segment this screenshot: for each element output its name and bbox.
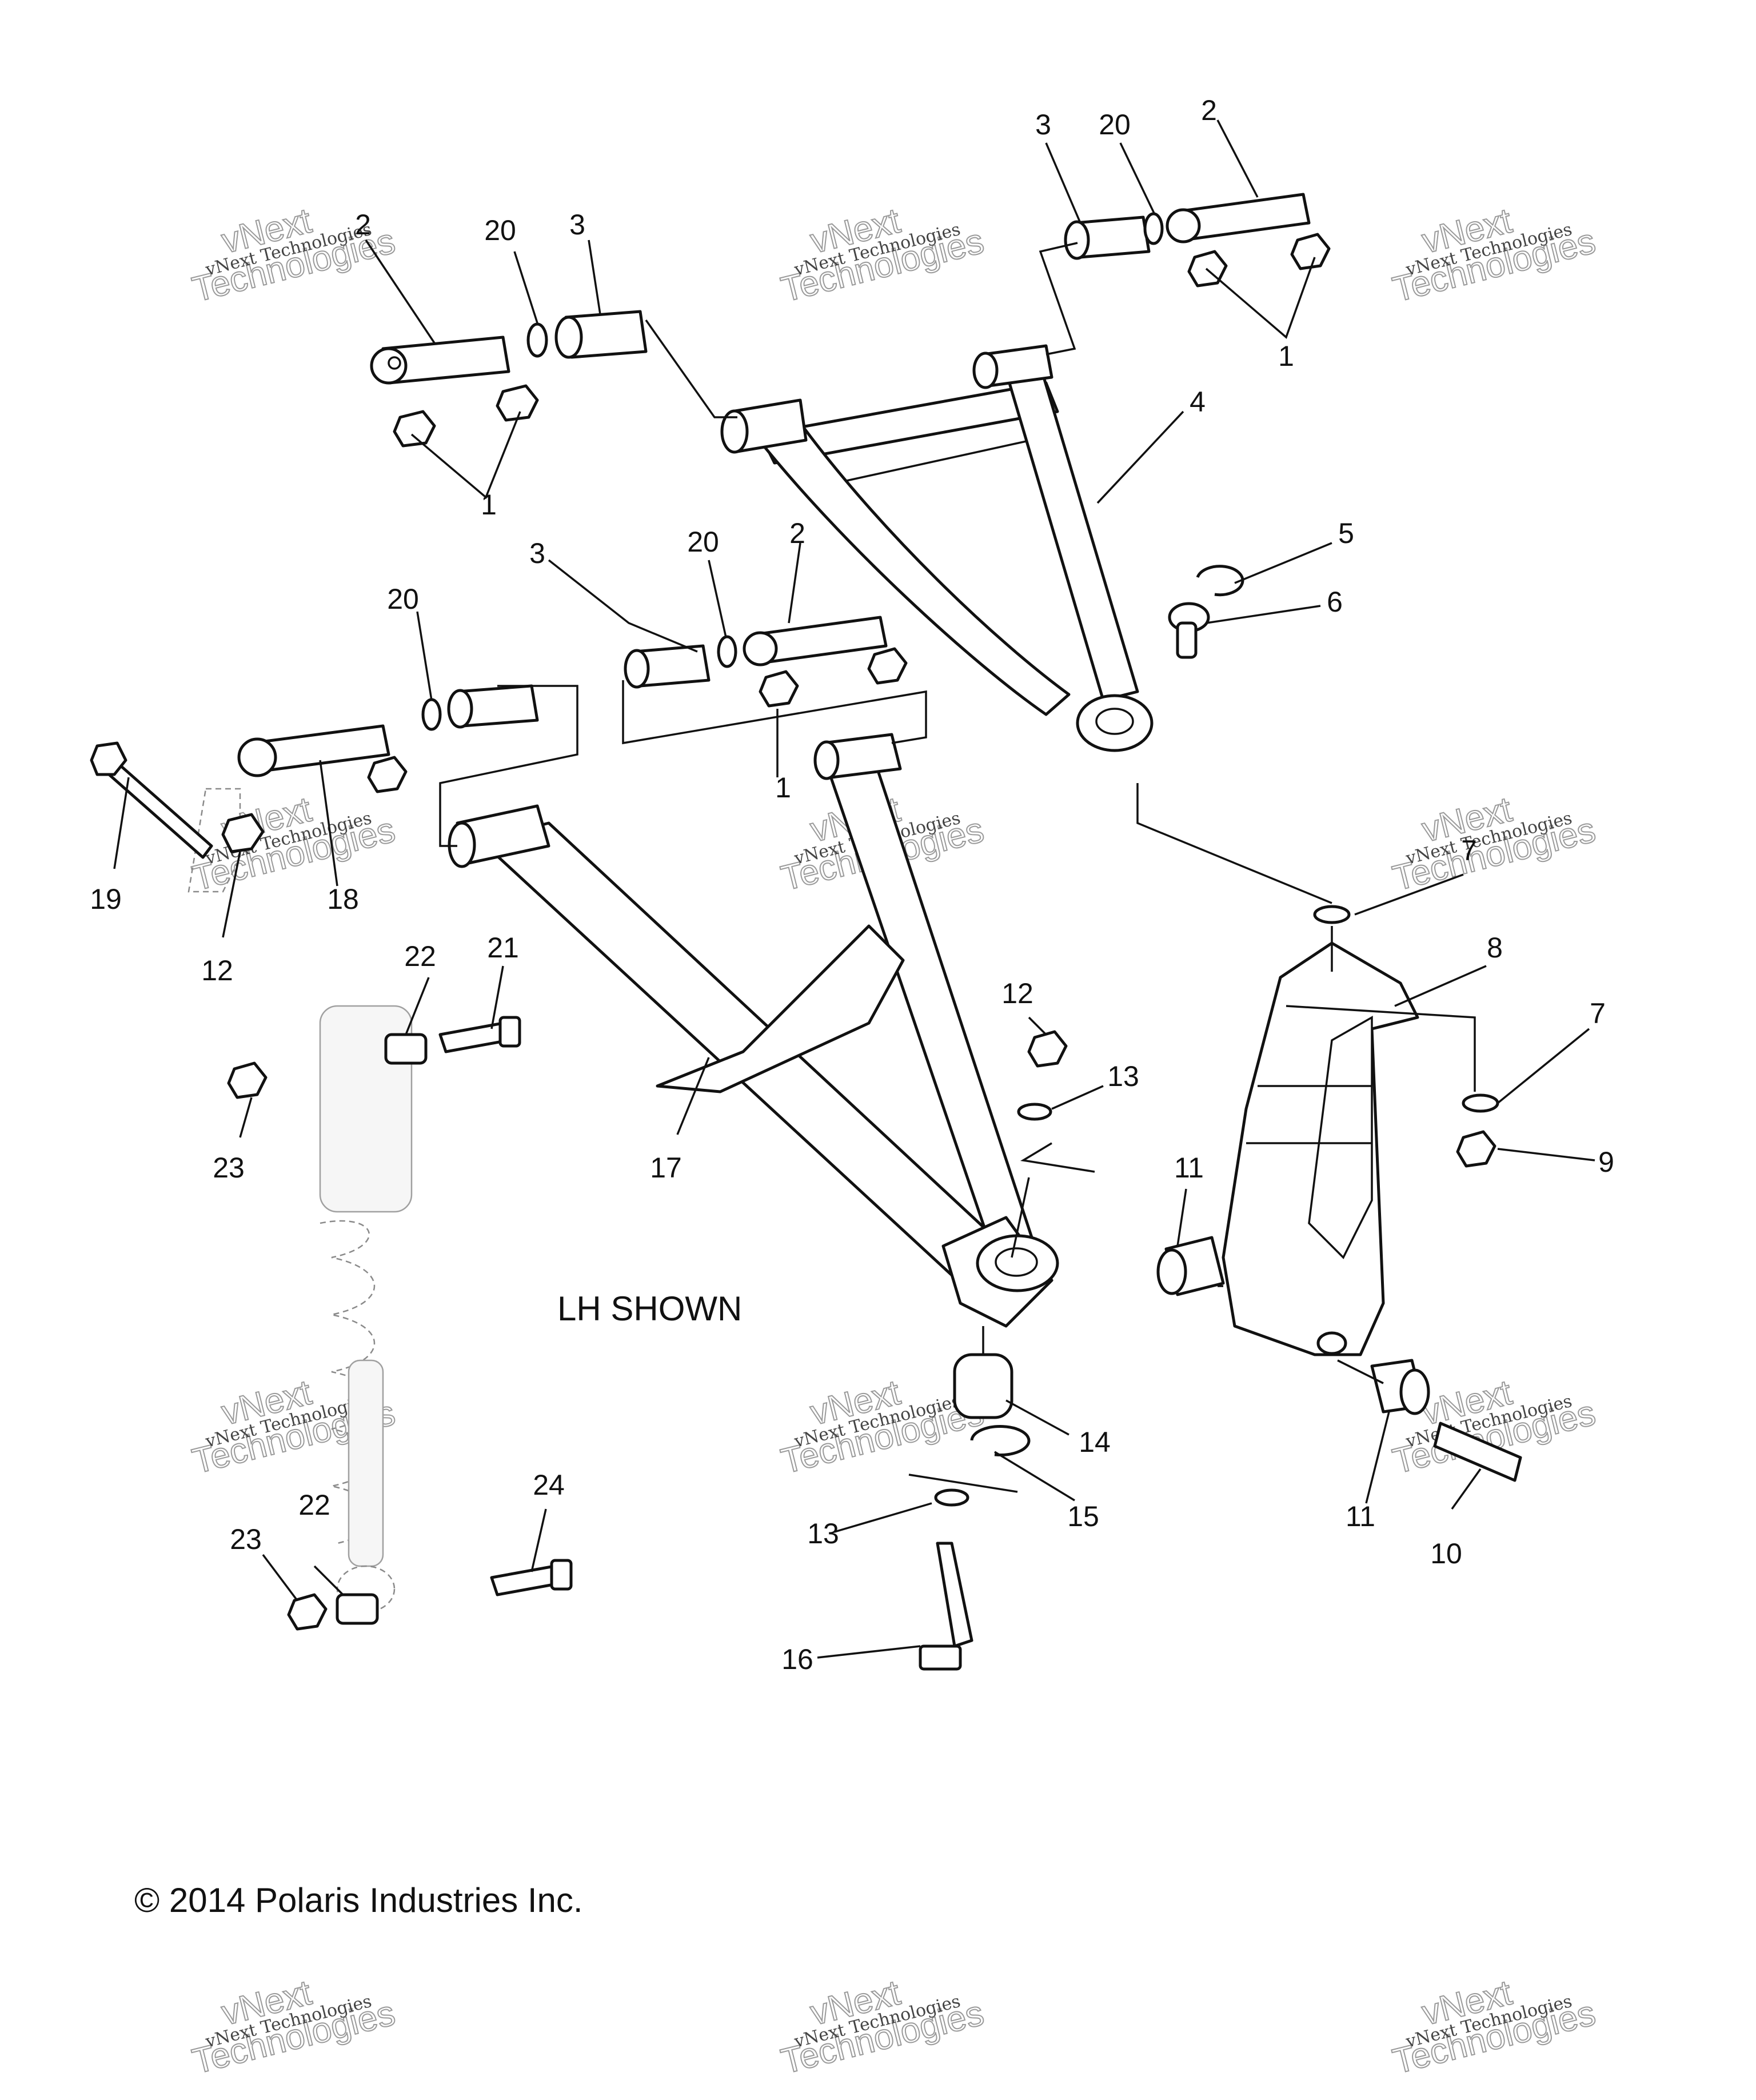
shock-absorber [187, 788, 413, 1613]
leader-lines [439, 242, 1476, 1493]
callout-9: 9 [1598, 1146, 1614, 1178]
steering-knuckle [1222, 941, 1419, 1356]
callout-2: 2 [355, 209, 371, 241]
callout-20: 20 [687, 526, 719, 558]
callout-12: 12 [201, 955, 233, 987]
watermark: vNext Technologies vNext Technologies [1388, 789, 1600, 899]
washer-7 [1313, 905, 1499, 1113]
callout-13: 13 [1107, 1060, 1139, 1092]
ball-joint-lower [953, 1353, 1013, 1419]
callout-15: 15 [1067, 1500, 1099, 1532]
pivot-pin-upper-right [1166, 193, 1311, 243]
retaining-ring-lower [970, 1425, 1031, 1456]
callout-3: 3 [569, 209, 585, 241]
bushing-upper-right [1064, 215, 1151, 260]
callout-23: 23 [213, 1152, 245, 1184]
callout-2: 2 [1201, 94, 1217, 126]
nut [1027, 1030, 1068, 1068]
bushing-11 [1156, 1236, 1430, 1415]
callout-7: 7 [1461, 835, 1477, 867]
retaining-ring-upper [1196, 565, 1244, 597]
callout-1: 1 [481, 489, 497, 521]
bolt-24 [490, 1559, 573, 1596]
callout-24: 24 [533, 1469, 565, 1501]
pivot-pin-upper-left [370, 336, 510, 385]
callout-1: 1 [1278, 340, 1294, 372]
bolt-16 [919, 1542, 973, 1671]
nut [367, 756, 408, 793]
callout-labels: 2 20 3 1 3 20 2 1 4 5 6 3 20 2 1 20 18 1… [90, 94, 1614, 1675]
washer-13 [934, 1103, 1052, 1507]
watermark: vNext Technologies vNext Technologies [777, 1973, 988, 2082]
callout-11: 11 [1346, 1500, 1375, 1532]
callout-10: 10 [1430, 1538, 1462, 1570]
bolt-19 [90, 741, 213, 859]
callout-3: 3 [529, 537, 545, 569]
nut [496, 384, 539, 422]
ball-joint-upper [1168, 602, 1210, 659]
view-note: LH SHOWN [557, 1289, 742, 1328]
callout-13: 13 [807, 1518, 839, 1550]
washer-upper-right [1143, 212, 1164, 245]
callout-1: 1 [775, 772, 791, 804]
callout-20: 20 [484, 214, 516, 246]
bolt-21 [438, 1016, 521, 1053]
lower-a-arm [448, 733, 1059, 1328]
watermark: vNext Technologies vNext Technologies [188, 1973, 400, 2082]
nut [227, 1061, 268, 1099]
callout-23: 23 [230, 1523, 262, 1555]
watermark: vNext Technologies vNext Technologies [1388, 201, 1600, 310]
callout-19: 19 [90, 883, 122, 915]
bushing-upper-left [554, 310, 648, 359]
callout-22: 22 [404, 940, 436, 972]
callout-leaders [113, 119, 1595, 1659]
upper-a-arm [720, 344, 1154, 752]
washer-upper-left [526, 322, 548, 358]
nut [287, 1593, 328, 1631]
callout-14: 14 [1079, 1426, 1111, 1458]
callout-11: 11 [1174, 1152, 1204, 1184]
watermark: vNext Technologies vNext Technologies [188, 789, 400, 899]
nut [759, 670, 799, 708]
callout-20: 20 [387, 583, 419, 615]
copyright-notice: © 2014 Polaris Industries Inc. [134, 1881, 583, 1919]
nut [867, 647, 908, 685]
washer-lower-middle [717, 635, 737, 668]
bushing-22-upper [384, 1033, 428, 1065]
callout-4: 4 [1190, 386, 1206, 418]
callout-21: 21 [487, 932, 519, 964]
nut [221, 813, 265, 853]
callout-5: 5 [1338, 517, 1354, 549]
nut-group [221, 233, 1496, 1631]
callout-6: 6 [1327, 586, 1343, 618]
watermark: vNext Technologies vNext Technologies [1388, 1973, 1600, 2082]
callout-2: 2 [789, 517, 805, 549]
watermark: vNext Technologies vNext Technologies [188, 201, 400, 310]
nut [1456, 1130, 1496, 1168]
callout-16: 16 [781, 1643, 813, 1675]
callout-17: 17 [650, 1152, 682, 1184]
bushing-lower-middle [624, 644, 711, 689]
callout-20: 20 [1099, 109, 1131, 141]
pivot-pin-lower-left [237, 724, 390, 777]
callout-7: 7 [1590, 997, 1606, 1029]
washer-lower-left [421, 698, 442, 731]
nut [1290, 233, 1331, 270]
watermark: vNext Technologies vNext Technologies [777, 201, 988, 310]
nut [393, 410, 436, 448]
callout-18: 18 [327, 883, 359, 915]
pin-10 [1433, 1422, 1522, 1482]
callout-22: 22 [298, 1489, 330, 1521]
bushing-lower-left [447, 684, 539, 729]
callout-3: 3 [1035, 109, 1051, 141]
callout-8: 8 [1487, 932, 1503, 964]
callout-12: 12 [1001, 977, 1033, 1009]
pivot-pin-lower-middle [743, 616, 888, 666]
bushing-22-lower [336, 1593, 379, 1625]
